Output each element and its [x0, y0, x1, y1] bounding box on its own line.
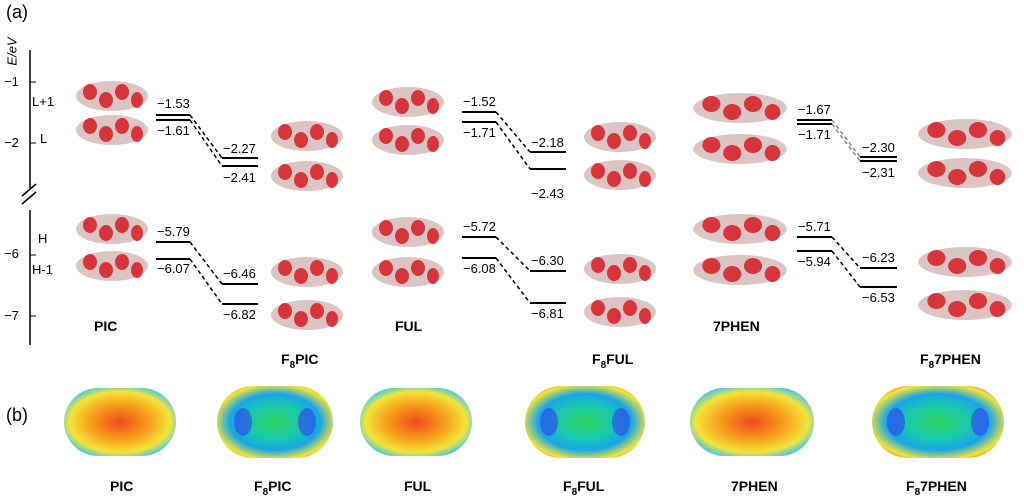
compound-label-ful: FUL [395, 318, 423, 334]
value-phen-homo: −5.71 [798, 219, 831, 234]
value-f8pic-homo1: −6.82 [223, 307, 256, 322]
value-f8ful-lumo: −2.43 [531, 186, 564, 201]
tick-label-minus7: −7 [4, 308, 19, 323]
orbital-ful-lumo [372, 125, 444, 155]
levels-phen-group [797, 119, 897, 288]
orbital-pic-homo1 [76, 251, 148, 281]
compound-label-f8ful: F8FUL [592, 351, 634, 371]
orbital-f8ful-homo [584, 254, 656, 284]
compound-label-f8phen: F87PHEN [920, 351, 981, 371]
orbital-f8pic-homo [271, 257, 343, 287]
orbital-f8phen-homo [918, 247, 1012, 277]
value-f8phen-lumo: −2.31 [862, 165, 895, 180]
tick-label-minus2: −2 [4, 135, 19, 150]
esp-ful [360, 388, 472, 456]
orbital-ful-lumo1 [372, 87, 444, 117]
orbital-pic-homo [76, 214, 148, 244]
orbital-f8pic-lumo1 [271, 121, 343, 151]
tick-label-minus1: −1 [4, 74, 19, 89]
value-phen-lumo: −1.71 [798, 127, 831, 142]
connectors-ful [495, 111, 531, 304]
row-label-lumo1: L+1 [32, 94, 55, 109]
value-phen-homo1: −5.94 [798, 254, 831, 269]
value-pic-lumo: −1.61 [157, 123, 190, 138]
value-f8pic-lumo: −2.41 [223, 170, 256, 185]
axis-break-mark-2 [21, 191, 37, 205]
orbital-f8pic-homo1 [271, 300, 343, 330]
orbital-f8ful-lumo1 [584, 122, 656, 152]
esp-label-f8ful: F8FUL [563, 478, 605, 498]
compound-label-pic: PIC [94, 318, 118, 334]
orbital-phen-homo1 [693, 255, 787, 285]
value-f8phen-homo: −6.23 [862, 250, 895, 265]
orbital-ful-homo [372, 217, 444, 247]
orbital-phen-lumo [693, 134, 787, 164]
esp-label-f8phen: F87PHEN [906, 478, 967, 498]
value-f8pic-lumo1: −2.27 [223, 141, 256, 156]
esp-f8phen [872, 386, 1004, 458]
orbital-f8pic-lumo [271, 161, 343, 191]
connectors-phen [831, 119, 861, 288]
compound-label-phen: 7PHEN [713, 318, 760, 334]
value-f8phen-homo1: −6.53 [862, 290, 895, 305]
value-phen-lumo1: −1.67 [798, 102, 831, 117]
esp-pic [64, 388, 176, 456]
value-pic-homo: −5.79 [157, 224, 190, 239]
tick-label-minus6: −6 [4, 246, 19, 261]
orbital-phen-homo [693, 214, 787, 244]
orbital-f8ful-lumo [584, 160, 656, 190]
value-f8ful-homo: −6.30 [531, 253, 564, 268]
connectors-pic [189, 114, 223, 305]
esp-label-phen: 7PHEN [731, 478, 778, 494]
esp-f8ful [525, 386, 645, 458]
value-f8phen-lumo1: −2.30 [862, 140, 895, 155]
esp-label-pic: PIC [110, 478, 134, 494]
value-pic-homo1: −6.07 [157, 261, 190, 276]
compound-label-f8pic: F8PIC [281, 351, 319, 371]
value-ful-lumo1: −1.52 [463, 94, 496, 109]
panel-a-label: (a) [6, 2, 28, 22]
value-ful-lumo: −1.71 [463, 125, 496, 140]
value-ful-homo1: −6.08 [463, 261, 496, 276]
row-label-homo: H [38, 231, 48, 246]
value-f8ful-homo1: −6.81 [531, 306, 564, 321]
value-f8pic-homo: −6.46 [223, 266, 256, 281]
row-label-lumo: L [40, 131, 48, 146]
levels-pic-group [156, 114, 258, 305]
orbital-pic-lumo1 [76, 81, 148, 111]
esp-phen [690, 388, 814, 456]
esp-f8pic [217, 386, 333, 458]
orbital-f8ful-homo1 [584, 297, 656, 327]
orbital-f8phen-lumo1 [918, 119, 1012, 149]
orbital-f8phen-lumo [918, 158, 1012, 188]
orbital-f8phen-homo1 [918, 290, 1012, 320]
value-pic-lumo1: −1.53 [157, 96, 190, 111]
panel-b-label: (b) [6, 405, 28, 425]
esp-label-ful: FUL [404, 478, 432, 494]
orbital-ful-homo1 [372, 257, 444, 287]
value-ful-homo: −5.72 [463, 219, 496, 234]
esp-label-f8pic: F8PIC [254, 478, 292, 498]
axis-break-mark-1 [21, 183, 37, 197]
value-f8ful-lumo1: −2.18 [531, 135, 564, 150]
row-label-homo1: H-1 [32, 262, 53, 277]
orbital-phen-lumo1 [693, 93, 787, 123]
levels-ful-group [462, 111, 566, 304]
orbital-pic-lumo [76, 115, 148, 145]
